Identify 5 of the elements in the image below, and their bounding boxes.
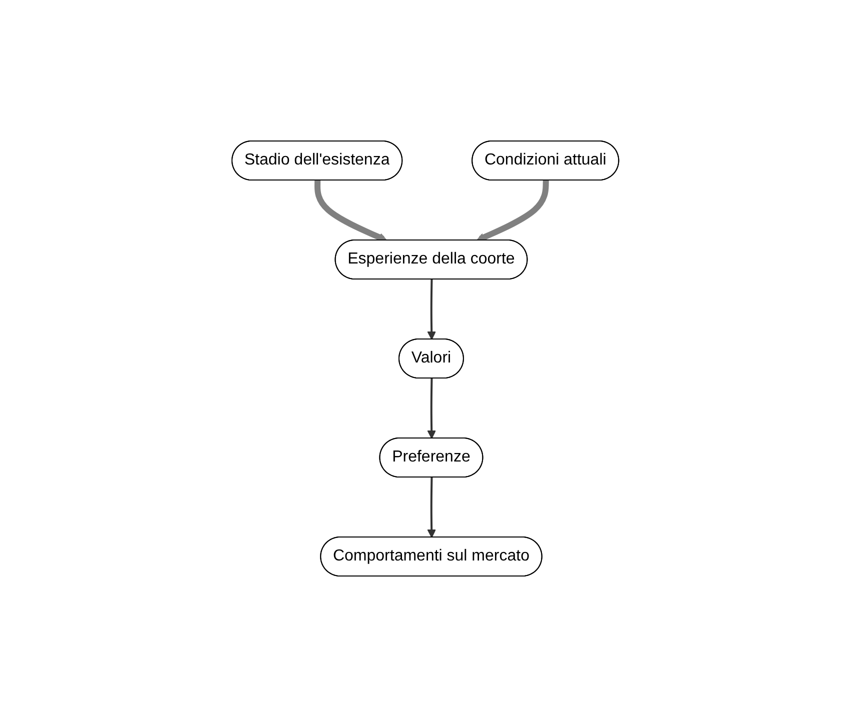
arrow: [427, 476, 436, 538]
arrow: [476, 180, 550, 242]
arrow: [427, 378, 436, 438]
arrow: [427, 278, 436, 340]
arrow: [314, 180, 388, 242]
